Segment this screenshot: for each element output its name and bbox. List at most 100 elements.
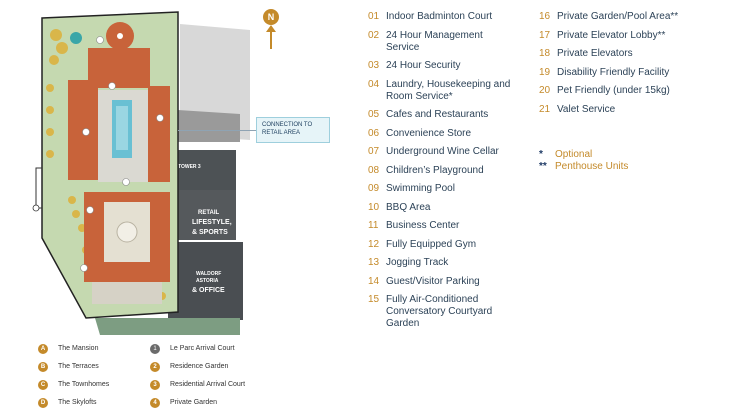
- tower-3-label: TOWER 3: [178, 164, 201, 170]
- facility-number: 14: [368, 275, 380, 287]
- facility-item: 11 Business Center: [368, 220, 518, 232]
- footnote-star: *: [539, 149, 543, 160]
- waldorf-label-2: ASTORIA: [196, 278, 219, 284]
- facility-label: 24 Hour Security: [386, 60, 461, 71]
- legend-badge: C: [38, 379, 48, 390]
- facility-label: Disability Friendly Facility: [557, 66, 670, 78]
- facility-label: Laundry, Housekeeping and Room Service*: [386, 78, 511, 102]
- facility-number: 18: [539, 48, 551, 59]
- facility-label: Cafes and Restaurants: [386, 109, 489, 120]
- facility-number: 07: [368, 146, 380, 157]
- legend-badge: A: [38, 343, 48, 354]
- legend-badge: B: [38, 361, 48, 372]
- facility-number: 09: [368, 183, 380, 194]
- footnote-star: **: [539, 161, 547, 172]
- legend-badge: 1: [150, 343, 160, 354]
- facility-label: Fully Air-Conditioned Conversatory Court…: [386, 294, 493, 329]
- facility-number: 10: [368, 201, 380, 213]
- legend-item: C The Townhomes: [38, 379, 109, 390]
- facility-label: Children’s Playground: [386, 164, 484, 176]
- legend-label: Private Garden: [170, 399, 218, 406]
- facility-item: 16 Private Garden/Pool Area**: [539, 11, 719, 23]
- legend-item: B The Terraces: [38, 361, 109, 372]
- callout-connector-line: [178, 130, 256, 131]
- facility-number: 16: [539, 11, 551, 22]
- footnote-label: Penthouse Units: [555, 161, 629, 172]
- footnote-label: Optional: [555, 149, 593, 160]
- legend-badge: D: [38, 397, 48, 408]
- facility-label: Jogging Track: [386, 257, 449, 268]
- facility-item: 12 Fully Equipped Gym: [368, 239, 518, 251]
- callout-line-2: RETAIL AREA: [262, 130, 301, 136]
- facility-label: Guest/Visitor Parking: [386, 275, 480, 287]
- facility-number: 19: [539, 66, 551, 78]
- facility-number: 15: [368, 294, 380, 305]
- facility-item: 05 Cafes and Restaurants: [368, 109, 518, 121]
- site-plan-map: TOWER 3 RETAIL LIFESTYLE, & SPORTS WALDO…: [32, 11, 250, 335]
- facility-label: Swimming Pool: [386, 183, 455, 194]
- waldorf-label-3: & OFFICE: [192, 287, 225, 294]
- legend-badge: 3: [150, 379, 160, 390]
- legend-label: Residential Arrival Court: [170, 381, 246, 388]
- facility-number: 05: [368, 109, 380, 120]
- legend-label: The Terraces: [58, 363, 99, 370]
- facility-item: 15 Fully Air-Conditioned Conversatory Cou…: [368, 294, 518, 330]
- facility-number: 11: [368, 220, 379, 231]
- facility-label: Pet Friendly (under 15kg): [557, 85, 670, 96]
- facility-label: Private Garden/Pool Area**: [557, 11, 679, 22]
- north-label: N: [263, 9, 279, 25]
- facility-number: 01: [368, 11, 380, 22]
- waldorf-label-1: WALDORF: [196, 271, 221, 277]
- building-c-roof: [148, 86, 170, 182]
- facility-label: Valet Service: [557, 103, 616, 115]
- facility-label: Fully Equipped Gym: [386, 238, 477, 250]
- legend-label: The Townhomes: [58, 381, 110, 388]
- tower-3-building: [168, 150, 236, 190]
- legend-label: Le Parc Arrival Court: [170, 345, 235, 352]
- footnote-optional: * Optional: [539, 149, 628, 161]
- facility-item: 10 BBQ Area: [368, 202, 518, 214]
- facility-number: 21: [539, 103, 551, 115]
- facility-item: 14 Guest/Visitor Parking: [368, 276, 518, 288]
- facility-number: 06: [368, 127, 380, 139]
- facility-number: 08: [368, 164, 380, 176]
- facility-number: 13: [368, 257, 380, 268]
- retail-label-3: & SPORTS: [192, 229, 228, 236]
- facility-item: 21 Valet Service: [539, 104, 719, 116]
- retail-connection-callout: CONNECTION TO RETAIL AREA: [256, 117, 330, 143]
- legend-item: 1 Le Parc Arrival Court: [150, 343, 245, 354]
- callout-line-1: CONNECTION TO: [262, 122, 313, 128]
- retail-building: [168, 190, 236, 240]
- footnotes: * Optional ** Penthouse Units: [539, 149, 628, 173]
- facility-number: 12: [368, 238, 380, 250]
- facility-item: 08 Children’s Playground: [368, 165, 518, 177]
- legend-item: 3 Residential Arrival Court: [150, 379, 245, 390]
- retail-label-2: LIFESTYLE,: [192, 219, 232, 226]
- facility-label: Underground Wine Cellar: [386, 146, 499, 157]
- north-arrow-icon: [266, 25, 276, 49]
- building-a-roof: [88, 48, 150, 88]
- legend-label: Residence Garden: [170, 363, 229, 370]
- legend-badge: 2: [150, 361, 160, 372]
- facility-label: BBQ Area: [386, 201, 431, 213]
- facility-item: 13 Jogging Track: [368, 257, 518, 269]
- facility-item: 20 Pet Friendly (under 15kg): [539, 85, 719, 97]
- footnote-penthouse: ** Penthouse Units: [539, 161, 628, 173]
- facility-item: 09 Swimming Pool: [368, 183, 518, 195]
- facility-number: 20: [539, 85, 551, 96]
- facility-number: 02: [368, 29, 380, 41]
- facility-label: Business Center: [386, 220, 460, 231]
- legend-item: 2 Residence Garden: [150, 361, 245, 372]
- waldorf-building: [168, 242, 243, 320]
